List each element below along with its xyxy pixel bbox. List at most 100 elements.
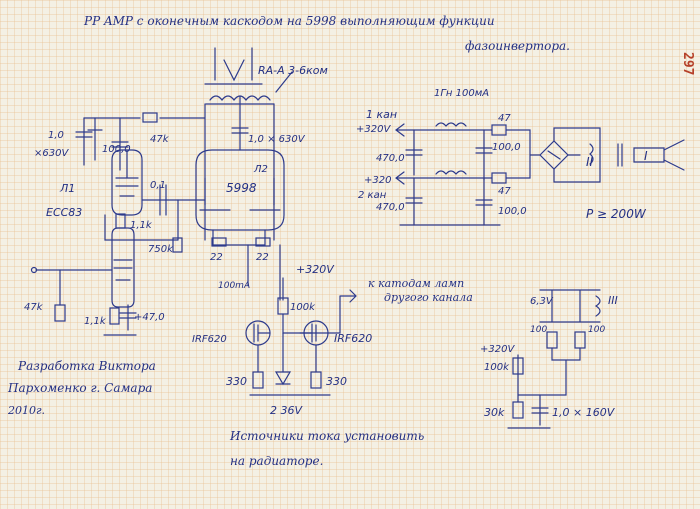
heater-network — [539, 289, 601, 323]
heater-winding — [594, 295, 601, 317]
psu-rail-2 — [395, 171, 493, 185]
label-1-1k-a: 1,1k — [130, 220, 153, 231]
resistor-100-a — [546, 331, 558, 349]
cap-small — [87, 117, 103, 161]
label-r47-a: 47 — [498, 113, 511, 124]
label-5998: 5998 — [226, 181, 257, 195]
psu-rail-1 — [395, 123, 493, 137]
label-other-channel: другого канала — [384, 291, 473, 304]
label-r47-b: 47 — [498, 186, 511, 197]
label-tr3: III — [608, 294, 618, 307]
l1-bias-wire — [104, 214, 179, 241]
label-cap-1-0-630: 1,0 × 630V — [248, 134, 306, 145]
cap-100-b — [475, 129, 493, 181]
label-l2: Л2 — [253, 164, 268, 175]
label-irf-b: IRF620 — [334, 332, 372, 345]
rectifier-feed — [505, 129, 541, 179]
label-irf-a: IRF620 — [192, 334, 227, 345]
author-year: 2010г. — [7, 404, 45, 417]
title-line-1: PP AMP с оконечным каскодом на 5998 выпо… — [83, 14, 495, 28]
label-c100-b: 100,0 — [492, 142, 521, 153]
cap-100 — [111, 117, 129, 171]
resistor-1-1k-a — [115, 213, 126, 229]
label-330-b: 330 — [326, 375, 347, 388]
cap-1-0-160 — [531, 394, 549, 426]
label-cap-x630: ×630V — [34, 148, 69, 159]
author-line-2: Пархоменко г. Самара — [7, 381, 152, 395]
label-l1: Л1 — [59, 182, 75, 195]
heater-bias-wire — [517, 347, 581, 396]
resistor-47-a — [491, 124, 507, 136]
note-line-1: Источники тока установить — [229, 429, 424, 443]
resistor-100-b — [574, 331, 586, 349]
label-r100-a: 100 — [530, 325, 547, 335]
label-c100-c: 100,0 — [498, 206, 527, 217]
label-cap-100-a: 100,0 — [102, 144, 131, 155]
resistor-22-a — [211, 237, 227, 247]
label-psu-choke: 1Гн 100мА — [434, 88, 489, 99]
label-r100-b: 100 — [588, 325, 605, 335]
zener-36v — [274, 371, 292, 386]
choke-1 — [435, 122, 467, 127]
tube-l2-5998 — [195, 149, 285, 231]
b-plus-rail — [83, 103, 275, 241]
rectifier-wires — [553, 127, 601, 183]
note-line-2: на радиаторе. — [230, 454, 323, 468]
resistor-47k-b — [54, 304, 66, 322]
label-cap-1-0: 1,0 — [48, 130, 64, 141]
label-c470-a: 470,0 — [376, 153, 405, 164]
label-power: P ≥ 200W — [586, 207, 647, 221]
transformer-core — [617, 143, 623, 167]
label-100k-b: 100k — [484, 362, 510, 373]
label-36v: 2 36V — [270, 404, 303, 417]
cap-1-0-630 — [231, 117, 249, 151]
cap-470-b — [405, 177, 423, 226]
label-cap-0-1: 0,1 — [150, 180, 166, 191]
label-ecc83: ECC83 — [46, 206, 82, 219]
choke-2 — [435, 170, 467, 175]
page-number-stamp: 297 — [680, 52, 695, 75]
resistor-330-b — [310, 371, 322, 389]
resistor-330-a — [252, 371, 264, 389]
label-to-cathodes: к катодам ламп — [368, 277, 464, 290]
label-kan1: 1 кан — [366, 108, 397, 121]
label-c1-160: 1,0 × 160V — [552, 406, 616, 419]
label-cap-47: +47,0 — [134, 312, 165, 323]
input-terminal[interactable] — [30, 266, 38, 274]
label-1-1k-b: 1,1k — [84, 316, 107, 327]
transformer-primary — [633, 147, 665, 163]
label-kan2: 2 кан — [358, 190, 387, 201]
title-line-2: фазоинвертора. — [465, 39, 570, 53]
bridge-rectifier — [539, 140, 569, 170]
label-6-3v: 6,3V — [530, 296, 554, 307]
label-100ma: 100mA — [218, 281, 250, 291]
cap-100-c — [475, 177, 493, 226]
label-320v-b: +320V — [356, 124, 391, 135]
label-22-a: 22 — [210, 252, 223, 263]
label-330-a: 330 — [226, 375, 247, 388]
resistor-750k — [172, 237, 183, 253]
author-line-1: Разработка Виктора — [17, 359, 156, 373]
label-47k-a: 47k — [150, 134, 170, 145]
label-320v-a: +320V — [296, 263, 335, 276]
mosfet-irf620-a — [245, 320, 271, 346]
label-47k-b: 47k — [24, 302, 44, 313]
mosfet-feed-wires — [247, 244, 281, 301]
label-ra: RA-A 3-6ком — [258, 64, 328, 77]
label-100k-a: 100k — [290, 302, 316, 313]
resistor-1-1k-b — [109, 307, 120, 325]
resistor-47-b — [491, 172, 507, 184]
label-320v-c: +320 — [364, 175, 391, 186]
resistor-30k — [512, 401, 524, 419]
label-tr2: II — [586, 155, 594, 169]
label-c470-b: 470,0 — [376, 202, 405, 213]
resistor-100k-b — [512, 357, 524, 375]
cap-47 — [119, 304, 137, 331]
resistor-47k-top — [142, 112, 158, 123]
label-30k: 30k — [484, 406, 505, 419]
label-320v-d: +320V — [480, 344, 515, 355]
cap-470-a — [405, 129, 423, 176]
label-tr1: I — [644, 149, 648, 163]
